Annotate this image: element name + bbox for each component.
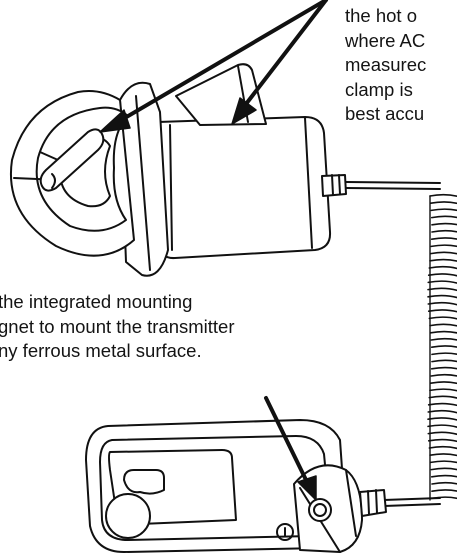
coil-loop — [427, 431, 457, 436]
arrow-to-conductor — [116, 0, 328, 124]
coil-loop — [429, 388, 457, 392]
magnet-slot — [123, 469, 165, 495]
transmitter-recess — [105, 493, 151, 539]
coiled-cable — [427, 193, 457, 501]
arrow-to-lever-head — [231, 97, 257, 125]
coil-loop — [430, 237, 457, 240]
arrow-to-lever — [244, 0, 328, 106]
coil-loop — [430, 337, 457, 341]
arrow-to-button-head — [297, 475, 317, 501]
conductor-pill-end — [51, 173, 56, 189]
coil-loop — [428, 316, 457, 320]
caption-line: gnet to mount the transmitter — [0, 315, 235, 337]
coil-loop — [431, 489, 457, 492]
caption-line: the hot o — [345, 5, 418, 26]
clamp-strain-relief — [321, 174, 347, 197]
coil-loop — [429, 193, 457, 198]
info-icon — [276, 523, 294, 541]
coil-loop — [430, 474, 457, 478]
coil-loop — [427, 309, 457, 313]
clamp-collar-inner — [135, 95, 151, 271]
coil-loop — [427, 417, 457, 421]
coil-loop — [427, 402, 457, 407]
clamp-body-box — [157, 116, 332, 260]
coil-loop — [431, 222, 457, 226]
coil-loop — [429, 330, 457, 334]
coil-loop — [427, 438, 457, 443]
caption-line: clamp is — [345, 78, 413, 100]
coil-loop — [430, 373, 457, 377]
coil-loop — [431, 352, 457, 356]
coil-loop — [427, 424, 457, 428]
caption-line: best accu — [345, 103, 425, 124]
arrow-to-conductor-head — [99, 109, 131, 133]
lower-cable — [383, 497, 441, 507]
coil-loop — [427, 301, 457, 306]
transmitter-connector-rib — [367, 489, 378, 515]
caption-clamp-placement: the hot o where AC measurec clamp is bes… — [345, 4, 457, 127]
coil-loop — [429, 201, 457, 205]
coil-loop — [428, 265, 457, 270]
transmitter — [85, 419, 387, 553]
coil-loop — [427, 294, 457, 299]
coil-loop — [430, 345, 457, 348]
conductor-pill — [39, 128, 105, 192]
coil-loop — [427, 280, 457, 284]
coil-loop — [431, 229, 457, 233]
coil-loop — [429, 323, 457, 327]
callout-arrows-top — [99, 0, 328, 133]
coil-loop — [430, 366, 457, 370]
power-icon-inner — [313, 503, 327, 517]
clamp-cable — [345, 181, 441, 190]
caption-line: ny ferrous metal surface. — [0, 340, 202, 361]
coil-loop — [427, 287, 457, 292]
clamp-strain-relief-rib — [331, 174, 341, 196]
coil-loop — [429, 381, 457, 385]
arrow-to-button — [264, 396, 310, 486]
coil-loop — [430, 215, 457, 219]
coil-loop — [428, 395, 457, 399]
coil-loop — [431, 359, 457, 363]
clamp-body-box-edge — [169, 117, 313, 251]
caption-line: measurec — [345, 54, 427, 75]
coil-loop — [430, 208, 457, 212]
coil-loop — [430, 467, 457, 471]
coil-loop — [431, 481, 457, 485]
coil-loop — [429, 258, 457, 262]
coil-loop — [427, 273, 457, 277]
coil-loop — [428, 445, 457, 450]
coil-loop — [430, 244, 457, 248]
coil-loop — [427, 409, 457, 414]
caption-magnet-mounting: the integrated mounting gnet to mount th… — [0, 290, 235, 364]
coil-loop — [429, 251, 457, 255]
caption-line: where AC — [345, 29, 426, 51]
caption-line: the integrated mounting — [0, 291, 193, 312]
transmitter-connector — [359, 489, 387, 517]
power-icon[interactable] — [308, 498, 332, 522]
coil-loop — [429, 453, 457, 457]
coil-loop — [429, 460, 457, 464]
